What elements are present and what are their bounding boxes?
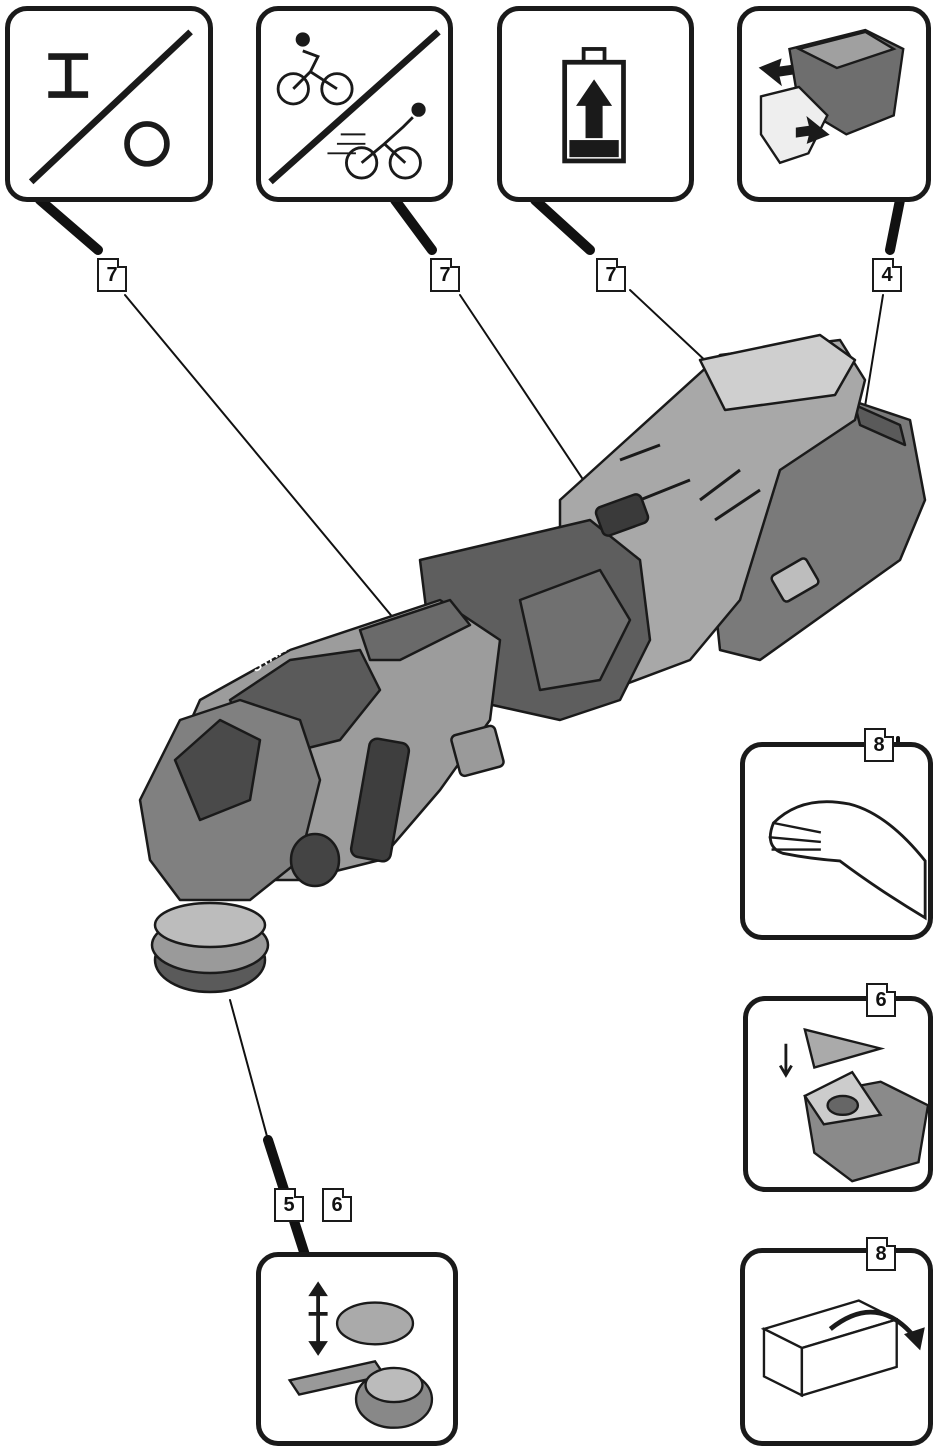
callout-attach-left: 5 [274,1188,304,1222]
battery-insert-icon [758,28,905,165]
speed-wheel [594,493,650,537]
gloves-panel [740,742,933,940]
battery-status-icon-panel [497,6,694,202]
hand-icon [768,800,927,921]
head-knob [289,832,341,888]
callout-attach-right: 6 [322,1188,352,1222]
battery-charge-icon [562,47,626,164]
on-off-switch [358,598,472,662]
switch-icon-panel [5,6,213,202]
speed-icon-panel [256,6,453,202]
sanding-panel [743,996,933,1192]
on-off-switch-icon [28,29,193,185]
callout-gloves: 8 [864,728,894,762]
attach-panel [256,1252,458,1446]
packaging-panel [740,1248,933,1446]
callout-packaging: 8 [866,1237,896,1271]
blade-attach-icon [287,1281,434,1429]
brand-badge [450,724,505,778]
status-window [349,737,411,863]
box-open-icon [760,1299,925,1398]
cyclist-speed-icon [268,29,441,185]
battery-logo [770,557,820,603]
callout-battery: 4 [872,258,902,292]
callout-switch: 7 [97,258,127,292]
callout-speed: 7 [430,258,460,292]
sanding-plate-icon [778,1027,928,1183]
callout-sanding: 6 [866,983,896,1017]
battery-insert-panel [737,6,931,202]
callout-battery-status: 7 [596,258,626,292]
